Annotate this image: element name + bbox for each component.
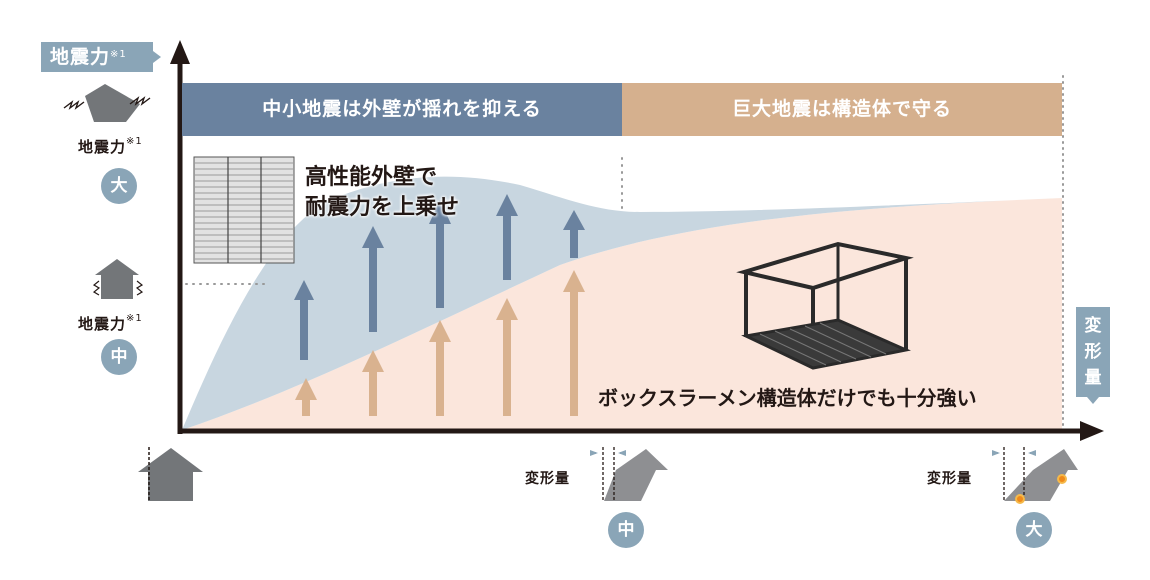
y-axis-label: 地震力※1 bbox=[41, 42, 161, 72]
level-badge-medium: 中 bbox=[101, 339, 137, 375]
deformation-label-large: 変形量 bbox=[927, 471, 972, 487]
house-shaking-medium-icon bbox=[92, 259, 144, 299]
house-deformed-medium-icon bbox=[590, 447, 668, 501]
exterior-wall-panel-icon bbox=[193, 156, 295, 264]
side-label-large: 地震力※1 bbox=[78, 136, 143, 157]
y-axis-label-text: 地震力 bbox=[50, 46, 111, 68]
wall-area bbox=[182, 176, 1062, 430]
y-axis-note: ※1 bbox=[110, 49, 127, 60]
wall-callout-line2: 耐震力を上乗せ bbox=[305, 195, 460, 220]
deformation-badge-medium: 中 bbox=[608, 512, 644, 548]
x-axis-label-char: 形 bbox=[1084, 342, 1102, 362]
house-upright-icon bbox=[138, 447, 203, 501]
house-shaking-large-icon bbox=[63, 84, 151, 122]
structure-arrows bbox=[295, 270, 585, 416]
damage-spark-icon bbox=[1015, 494, 1025, 504]
house-deformed-large-icon bbox=[992, 447, 1078, 504]
box-structure-caption: ボックスラーメン構造体だけでも十分強い bbox=[598, 386, 977, 410]
side-label-text: 地震力 bbox=[78, 138, 127, 156]
damage-spark-icon bbox=[1057, 474, 1067, 484]
x-axis-label-char: 量 bbox=[1084, 368, 1102, 388]
x-axis-arrowhead bbox=[1080, 421, 1104, 441]
wall-callout-line1: 高性能外壁で bbox=[305, 165, 438, 190]
box-frame-structure-icon bbox=[736, 241, 914, 370]
wall-callout: 高性能外壁で 耐震力を上乗せ bbox=[305, 163, 459, 223]
side-label-medium: 地震力※1 bbox=[78, 313, 143, 334]
side-label-note: ※1 bbox=[126, 136, 143, 147]
deformation-badge-large: 大 bbox=[1016, 512, 1052, 548]
x-axis-label: 変 形 量 bbox=[1076, 307, 1110, 404]
band-large-quake: 巨大地震は構造体で守る bbox=[622, 83, 1062, 136]
side-label-text: 地震力 bbox=[78, 315, 127, 333]
deformation-label-medium: 変形量 bbox=[525, 471, 570, 487]
structure-area bbox=[182, 198, 1062, 430]
y-axis-arrowhead bbox=[170, 40, 190, 64]
level-badge-large: 大 bbox=[101, 168, 137, 204]
x-axis-label-char: 変 bbox=[1084, 316, 1102, 336]
wall-arrows bbox=[294, 194, 585, 360]
band-small-medium-quake: 中小地震は外壁が揺れを抑える bbox=[182, 83, 622, 136]
side-label-note: ※1 bbox=[126, 313, 143, 324]
